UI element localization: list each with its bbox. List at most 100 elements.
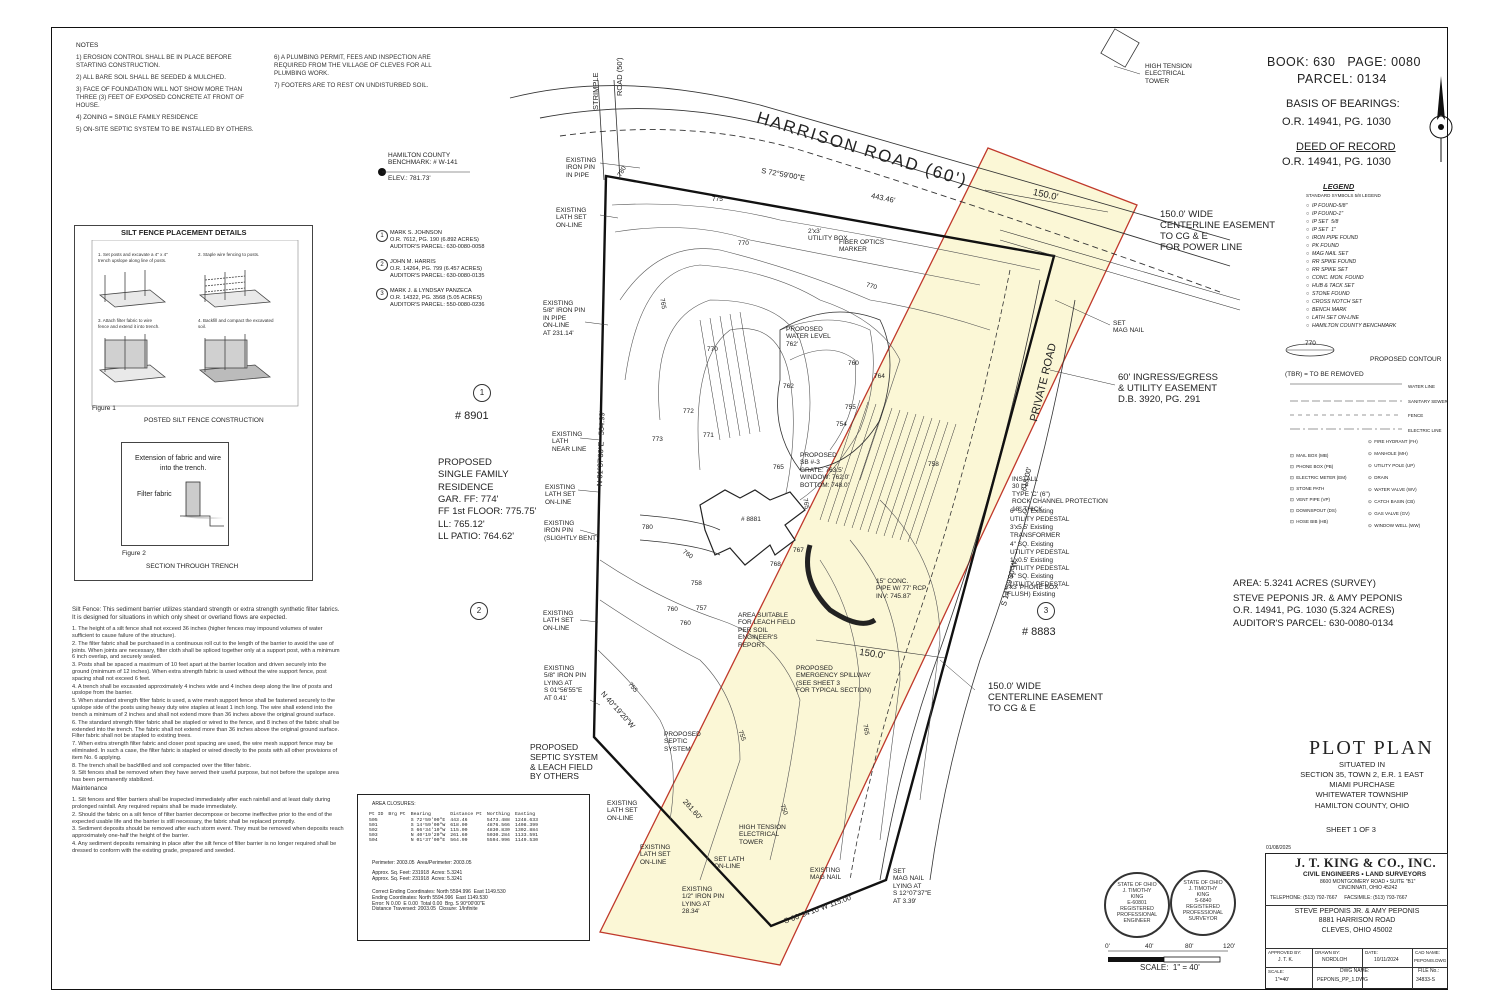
silt-fence-title: SILT FENCE PLACEMENT DETAILS xyxy=(121,228,247,237)
firm-name: J. T. KING & CO., INC. xyxy=(1295,856,1437,870)
leach-area-label: AREA SUITABLE FOR LEACH FIELD PER SOIL E… xyxy=(738,612,796,649)
situated-description: SITUATED IN SECTION 35, TOWN 2, E.R. 1 E… xyxy=(1300,760,1424,810)
owner-text: JOHN M. HARRIS O.R. 14264, PG. 799 (6.45… xyxy=(390,259,485,279)
deed-ref: O.R. 14941, PG. 1030 xyxy=(1282,156,1391,168)
approved-by: J. T. K. xyxy=(1278,957,1294,963)
strimple-label: STRIMPLE xyxy=(591,72,600,110)
spot-elevation: 764 xyxy=(874,373,885,380)
contour-label: 755 xyxy=(845,404,856,411)
cad-name: PEPONIS.DWG xyxy=(1414,958,1447,963)
area-table-closure: Correct Ending Coordinates: North 5594.9… xyxy=(372,889,506,913)
spot-elevation: 767 xyxy=(793,547,804,554)
note-item: 3) FACE OF FOUNDATION WILL NOT SHOW MORE… xyxy=(76,86,244,110)
ingress-easement-label: 60' INGRESS/EGRESS & UTILITY EASEMENT D.… xyxy=(1118,372,1219,405)
tbr-label: (TBR) = TO BE REMOVED xyxy=(1285,371,1364,378)
power-line-easement xyxy=(599,147,1138,966)
maintenance-paragraph: 4. Any sediment deposits remaining in pl… xyxy=(72,840,337,854)
silt-fence-paragraph: 6. The standard strength filter fabric s… xyxy=(72,719,340,740)
svg-text:soil.: soil. xyxy=(198,324,206,329)
spot-elevation: 771 xyxy=(703,432,714,439)
iron-pin-top: EXISTING IRON PIN IN PIPE xyxy=(566,157,597,179)
north-arrow xyxy=(1429,76,1453,162)
engineer-seal: STATE OF OHIO J. TIMOTHY KING E-60801 RE… xyxy=(1104,872,1170,938)
contour-sample-value: 770 xyxy=(1305,340,1316,347)
area-table-cell: 564.99 xyxy=(450,838,468,843)
symbol-legend-item: ⊙ MANHOLE (MH) xyxy=(1368,451,1408,456)
symbol-legend-item: ⊡ PHONE BOX (PB) xyxy=(1290,464,1334,469)
note-item: 4) ZONING = SINGLE FAMILY RESIDENCE xyxy=(76,114,199,122)
area-table-cell: 5473.488 xyxy=(486,818,510,823)
set-mag-nail-top: SET MAG NAIL xyxy=(1113,320,1145,335)
approved-by-label: APPROVED BY: xyxy=(1268,950,1302,955)
symbols-right: ⊙ FIRE HYDRANT (FH)⊙ MANHOLE (MH)⊙ UTILI… xyxy=(1368,436,1420,532)
benchmark-elevation: ELEV.: 781.73' xyxy=(388,175,431,182)
legend-item: ○ STONE FOUND xyxy=(1306,291,1350,297)
figure-1-label: Figure 1 xyxy=(92,405,116,412)
firm-phone: TELEPHONE: (513) 792-7667 FACSIMILE: (51… xyxy=(1270,895,1408,901)
silt-fence-paragraph: 2. The filter fabric shall be purchased … xyxy=(72,640,340,661)
svg-text:1. Set posts and excavate a 4": 1. Set posts and excavate a 4" x 4" xyxy=(98,252,168,257)
svg-text:trench upslope along line of p: trench upslope along line of posts. xyxy=(98,258,166,263)
house-footprint xyxy=(699,489,806,566)
spot-elevation: 760 xyxy=(667,606,678,613)
lath-bottom: EXISTING LATH SET ON-LINE xyxy=(640,844,671,866)
maintenance-heading: Maintenance xyxy=(72,785,108,792)
silt-fence-paragraph: 8. The trench shall be backfilled and so… xyxy=(72,762,251,769)
legend-item: ○ BENCH MARK xyxy=(1306,307,1347,313)
maintenance-paragraph: 2. Should the fabric on a silt fence of … xyxy=(72,811,333,825)
file-number: 34833-S xyxy=(1416,977,1435,983)
area-table-cell: 502 xyxy=(369,828,378,833)
area-table-perimeter: Perimeter: 2003.05 Area/Perimeter: 2003.… xyxy=(372,860,472,866)
file-label: FILE No.: xyxy=(1418,968,1440,974)
parcel-number: PARCEL: 0134 xyxy=(1297,72,1387,86)
silt-fence-paragraph: 4. A trench shall be excavated approxima… xyxy=(72,683,333,697)
spot-elevation: 762 xyxy=(783,383,794,390)
symbol-legend-item: ⊡ MAIL BOX (MB) xyxy=(1290,453,1329,458)
cad-label: CAD NAME: xyxy=(1415,950,1441,955)
note-item: 1) EROSION CONTROL SHALL BE IN PLACE BEF… xyxy=(76,54,232,70)
spot-elevation: 754 xyxy=(836,421,847,428)
area-table-cell: 5594.996 xyxy=(486,838,510,843)
area-survey: AREA: 5.3241 ACRES (SURVEY) xyxy=(1233,578,1376,589)
notes-list: 1) EROSION CONTROL SHALL BE IN PLACE BEF… xyxy=(76,54,264,139)
spot-elevation: 768 xyxy=(770,561,781,568)
figure-1-caption: POSTED SILT FENCE CONSTRUCTION xyxy=(144,417,264,424)
figure-2-fabric-label: Filter fabric xyxy=(137,491,172,498)
symbol-legend-item: ⊡ VENT PIPE (VP) xyxy=(1290,497,1330,502)
line-legend-item: FENCE xyxy=(1408,413,1424,418)
area-table-cell: 5030.284 xyxy=(486,833,510,838)
utility-pedestals-label: 6" SQ. Existing UTILITY PEDESTAL 3'x5.5'… xyxy=(1010,508,1070,589)
owner-number-marker: 2 xyxy=(376,259,388,271)
spot-elevation: 772 xyxy=(683,408,694,415)
spot-elevation: 760 xyxy=(680,620,691,627)
symbols-left: ⊡ MAIL BOX (MB)⊡ PHONE BOX (PB)⊡ ELECTRI… xyxy=(1290,450,1347,527)
area-table-cell: 115.00 xyxy=(450,828,468,833)
date-label: DATE: xyxy=(1365,950,1378,955)
bar-scale xyxy=(1108,950,1228,963)
owner-reference: O.R. 14941, PG. 1030 (5.324 ACRES) xyxy=(1233,605,1395,616)
legend-item: ○ IRON PIPE FOUND xyxy=(1306,235,1359,241)
dwg-label: DWG NAME: xyxy=(1340,968,1370,974)
legend-item: ○ CONC. MON. FOUND xyxy=(1306,275,1364,281)
notes-heading: NOTES xyxy=(76,42,99,49)
silt-fence-illustration: 1. Set posts and excavate a 4" x 4" tren… xyxy=(91,240,299,407)
parcel-3-marker: 3 xyxy=(1037,602,1055,620)
legend-item: ○ HAMILTON COUNTY BENCHMARK xyxy=(1306,323,1397,329)
parcel-1-address: # 8901 xyxy=(455,410,489,422)
area-table-cell: 1248.633 xyxy=(514,818,538,823)
silt-fence-paragraphs: 1. The height of a silt fence shall not … xyxy=(72,626,344,784)
area-table-cell: S 14°59'00"W xyxy=(410,823,446,828)
symbol-legend-item: ⊙ GAS VALVE (GV) xyxy=(1368,511,1410,516)
legend-item: ○ RR SPIKE SET xyxy=(1306,267,1348,273)
mag-nail-bottom: EXISTING MAG NAIL xyxy=(810,867,842,882)
tower-top-label: HIGH TENSION ELECTRICAL TOWER xyxy=(1145,63,1192,85)
legend-item: ○ HUB & TACK SET xyxy=(1306,283,1355,289)
bar-scale-label: SCALE: 1" = 40' xyxy=(1140,963,1200,972)
area-table-cell: S 72°59'00"E xyxy=(410,818,446,823)
